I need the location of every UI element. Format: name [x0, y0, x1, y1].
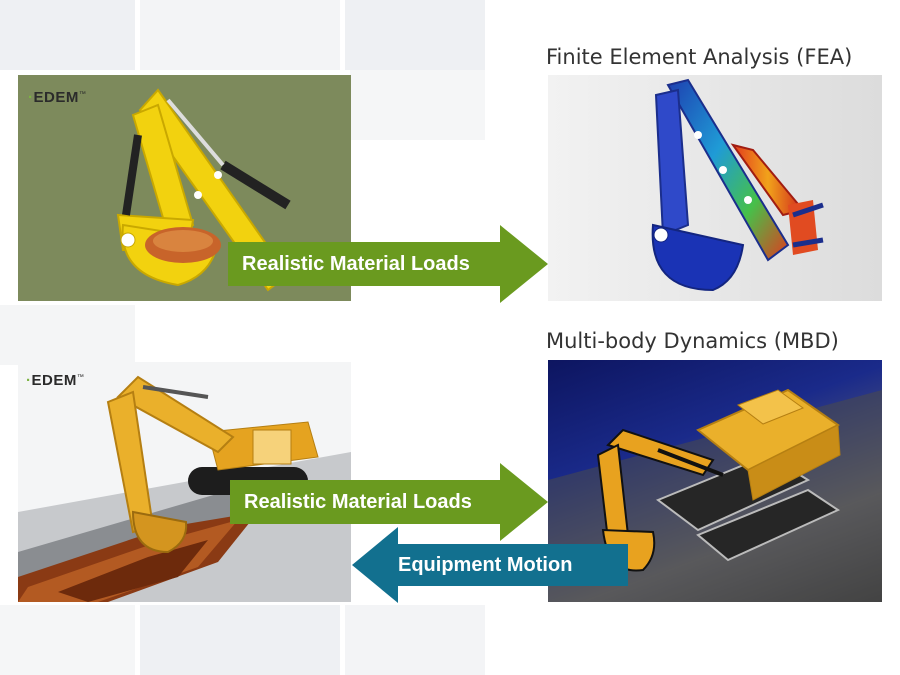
arrow-label: Realistic Material Loads	[242, 253, 470, 275]
realistic-material-loads-arrow-bottom: Realistic Material Loads	[230, 463, 550, 541]
background-tile	[140, 0, 340, 70]
fea-heading: Finite Element Analysis (FEA)	[546, 45, 853, 69]
left-arrow-shape	[352, 527, 628, 603]
background-tile	[345, 605, 485, 675]
fea-stress-model-illustration	[651, 78, 824, 292]
background-tile	[350, 70, 485, 140]
background-tile	[0, 0, 135, 70]
right-arrow-shape	[230, 463, 548, 541]
edem-logo: ·EDEM™	[28, 89, 87, 106]
background-tile	[0, 305, 135, 365]
boom-arm-illustration	[116, 88, 291, 292]
mbd-excavator-illustration	[548, 388, 882, 602]
mbd-simulation-panel	[548, 360, 882, 602]
arrow-label: Equipment Motion	[398, 554, 573, 576]
edem-logo: ·EDEM™	[26, 372, 85, 389]
background-tile	[140, 605, 340, 675]
right-arrow-shape	[228, 225, 548, 303]
realistic-material-loads-arrow-top: Realistic Material Loads	[228, 225, 550, 303]
mbd-heading: Multi-body Dynamics (MBD)	[546, 329, 839, 353]
edem-boom-simulation-panel: ·EDEM™	[18, 75, 351, 301]
background-tile	[0, 605, 135, 675]
background-tile	[345, 0, 485, 70]
arrow-label: Realistic Material Loads	[244, 491, 472, 513]
fea-simulation-panel	[548, 75, 882, 301]
equipment-motion-arrow: Equipment Motion	[352, 527, 630, 603]
